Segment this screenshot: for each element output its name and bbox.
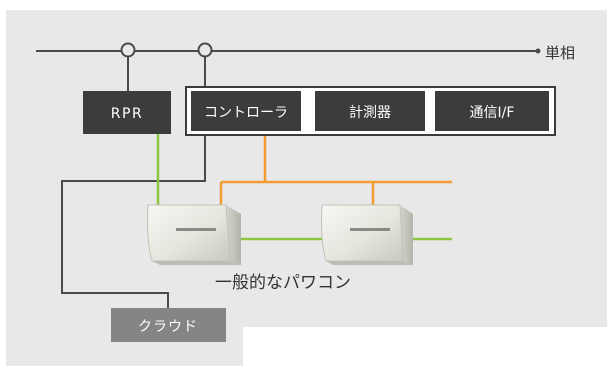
meter-box (315, 91, 425, 131)
comm-if-box (435, 91, 549, 131)
meter-label: 計測器 (349, 105, 391, 121)
cloud-box (111, 308, 226, 342)
controller-box (191, 91, 301, 131)
power-conditioner-unit (321, 204, 413, 265)
power-conditioner-unit (147, 204, 241, 265)
phase-label: 単相 (545, 44, 575, 62)
rpr-label: RPR (111, 106, 143, 122)
cloud-label: クラウド (138, 319, 198, 335)
controller-to-cloud-wire (61, 134, 206, 308)
controller-label: コントローラ (204, 105, 288, 121)
ct-sensor-icon (120, 42, 136, 58)
comm-if-label: 通信I/F (470, 105, 515, 121)
ct-sensor-icon (197, 42, 213, 58)
pcs-caption: 一般的なパワコン (215, 273, 351, 293)
rpr-box (83, 91, 171, 134)
background-panel (6, 10, 607, 366)
phase-line-end-dot (535, 48, 541, 54)
